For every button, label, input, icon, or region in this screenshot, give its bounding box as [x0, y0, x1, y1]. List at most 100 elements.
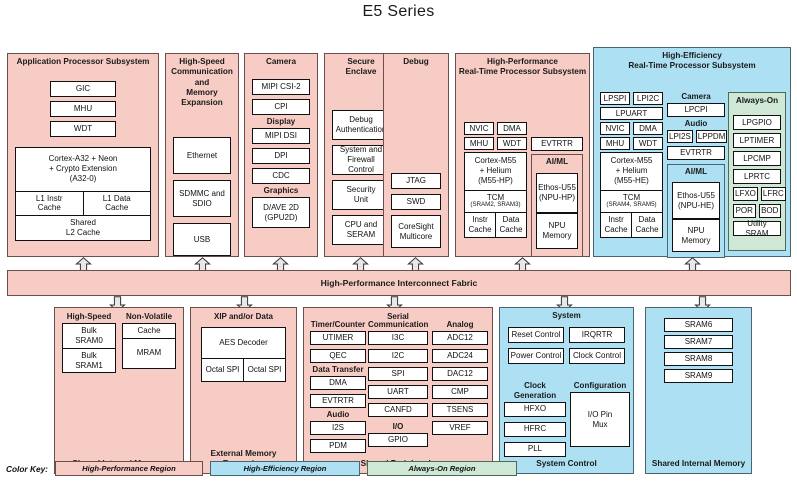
cell-ethos-u55-hp[interactable]: Ethos-U55 (NPU-HP) [536, 173, 578, 213]
block-application-processor-subsystem[interactable]: Application Processor Subsystem GIC MHU … [7, 53, 159, 257]
group-non-volatile[interactable]: Cache MRAM [122, 323, 176, 369]
block-shared-internal-memory-right[interactable]: SRAM6 SRAM7 SRAM8 SRAM9 Shared Internal … [645, 307, 752, 474]
block-camera[interactable]: Camera MIPI CSI-2 CPI Display MIPI DSI D… [244, 53, 318, 257]
group-bulk-sram[interactable]: Bulk SRAM0 Bulk SRAM1 [62, 323, 116, 374]
cell-reset-control[interactable]: Reset Control [508, 327, 564, 343]
cell-l1-instr-cache[interactable]: L1 Instr Cache [16, 192, 83, 216]
interconnect-fabric[interactable]: High-Performance Interconnect Fabric [7, 270, 791, 296]
cell-dma-he[interactable]: DMA [633, 122, 663, 135]
cell-adc24[interactable]: ADC24 [432, 349, 488, 364]
cell-octal-spi-2[interactable]: Octal SPI [243, 358, 285, 381]
cell-lfxo[interactable]: LFXO [733, 187, 758, 201]
cell-wdt[interactable]: WDT [50, 121, 116, 137]
cell-instr-cache-hp[interactable]: Instr Cache [465, 213, 495, 237]
cell-pll[interactable]: PLL [504, 441, 566, 457]
block-high-performance-realtime[interactable]: High-Performance Real-Time Processor Sub… [455, 53, 590, 257]
cell-cdc[interactable]: CDC [252, 168, 310, 185]
cell-gic[interactable]: GIC [50, 81, 116, 97]
cell-dma-periph[interactable]: DMA [310, 376, 366, 391]
cell-lprtc[interactable]: LPRTC [733, 169, 781, 184]
cell-sdmmc-sdio[interactable]: SDMMC and SDIO [173, 180, 231, 217]
cell-evtrtr-periph[interactable]: EVTRTR [310, 394, 366, 409]
group-aiml-hp[interactable]: AI/ML Ethos-U55 (NPU-HP) NPU Memory [531, 154, 583, 257]
block-system-control[interactable]: System Reset Control IRQRTR Power Contro… [499, 307, 634, 474]
block-shared-internal-memory-left[interactable]: High-Speed Bulk SRAM0 Bulk SRAM1 Non-V [54, 307, 184, 474]
cell-wdt-hp[interactable]: WDT [497, 137, 527, 150]
cell-security-unit[interactable]: Security Unit [332, 180, 390, 210]
group-cortex-m55-hp[interactable]: Cortex-M55 + Helium (M55-HP) TCM (SRAM2,… [464, 152, 527, 238]
cell-power-control[interactable]: Power Control [508, 348, 564, 364]
cell-i2c[interactable]: I2C [368, 349, 428, 364]
cell-por[interactable]: POR [733, 204, 756, 218]
group-aiml-he[interactable]: AI/ML Ethos-U55 (NPU-HE) NPU Memory [667, 164, 725, 259]
cell-ethos-u55-he[interactable]: Ethos-U55 (NPU-HE) [672, 182, 720, 220]
cell-mipi-csi2[interactable]: MIPI CSI-2 [252, 79, 310, 95]
cell-dpi[interactable]: DPI [252, 148, 310, 165]
cell-usb[interactable]: USB [173, 223, 231, 256]
cell-lpspi[interactable]: LPSPI [600, 92, 630, 105]
cell-gpu2d[interactable]: D/AVE 2D (GPU2D) [252, 197, 310, 229]
cell-octal-spi-1[interactable]: Octal SPI [205, 364, 240, 374]
cell-qec[interactable]: QEC [310, 349, 366, 364]
l2-cache-row[interactable]: Shared L2 Cache [16, 215, 150, 240]
cell-sram6[interactable]: SRAM6 [664, 318, 733, 332]
tcm-row-he[interactable]: TCM (SRAM4, SRAM5) [601, 189, 662, 213]
group-cortex-m55-he[interactable]: Cortex-M55 + Helium (M55-HE) TCM (SRAM4,… [600, 152, 663, 238]
cell-hfrc[interactable]: HFRC [504, 421, 566, 437]
cell-mhu-he[interactable]: MHU [600, 137, 630, 150]
cell-sram7[interactable]: SRAM7 [664, 335, 733, 349]
cell-bulk-sram0[interactable]: Bulk SRAM0 [63, 324, 115, 348]
cell-lpcpi[interactable]: LPCPI [667, 103, 725, 118]
cell-clock-control[interactable]: Clock Control [569, 348, 625, 364]
bulk-sram1-row[interactable]: Bulk SRAM1 [63, 347, 115, 373]
block-high-efficiency-realtime[interactable]: High-Efficiency Real-Time Processor Subs… [593, 47, 791, 259]
cell-mhu-hp[interactable]: MHU [464, 137, 494, 150]
cell-debug-authentication[interactable]: Debug Authentication [332, 110, 390, 140]
group-cortex-a32[interactable]: Cortex-A32 + Neon + Crypto Extension (A3… [15, 147, 151, 241]
cell-pdm[interactable]: PDM [310, 439, 366, 454]
cell-bod[interactable]: BOD [758, 204, 781, 218]
cell-ethernet[interactable]: Ethernet [173, 137, 231, 174]
cell-vref[interactable]: VREF [432, 421, 488, 436]
cell-nvic[interactable]: NVIC [464, 122, 494, 135]
cell-irqrtr[interactable]: IRQRTR [569, 327, 625, 343]
cell-lpi2s[interactable]: LPI2S [667, 130, 693, 144]
cell-swd[interactable]: SWD [391, 194, 441, 210]
cell-lfrc[interactable]: LFRC [760, 187, 786, 201]
cell-gpio[interactable]: GPIO [368, 433, 428, 448]
tcm-row-hp[interactable]: TCM (SRAM2, SRAM3) [465, 189, 526, 213]
cell-lpgpio[interactable]: LPGPIO [733, 115, 781, 130]
cell-utimer[interactable]: UTIMER [310, 331, 366, 346]
cell-cache-nv[interactable]: Cache [137, 326, 161, 336]
cell-utility-sram[interactable]: Utility SRAM [733, 219, 781, 238]
cell-dma[interactable]: DMA [497, 122, 527, 135]
cell-io-pin-mux[interactable]: I/O Pin Mux [570, 392, 630, 448]
cell-lppdm[interactable]: LPPDM [695, 130, 728, 144]
cell-jtag[interactable]: JTAG [391, 173, 441, 189]
cell-spi[interactable]: SPI [368, 367, 428, 382]
cell-cpi[interactable]: CPI [252, 99, 310, 115]
cell-sram9[interactable]: SRAM9 [664, 369, 733, 383]
cell-sram8[interactable]: SRAM8 [664, 352, 733, 366]
cell-i3c[interactable]: I3C [368, 331, 428, 346]
cell-aes-decoder[interactable]: AES Decoder [219, 338, 268, 347]
cell-adc12[interactable]: ADC12 [432, 331, 488, 346]
block-shared-peripherals[interactable]: Serial Timer/Counter UTIMER QEC Data Tra… [303, 307, 493, 474]
cell-mipi-dsi[interactable]: MIPI DSI [252, 128, 310, 145]
cell-lptimer[interactable]: LPTIMER [733, 133, 781, 148]
cell-i2s[interactable]: I2S [310, 421, 366, 436]
cell-data-cache-he[interactable]: Data Cache [631, 213, 662, 237]
cell-cpu-seram[interactable]: CPU and SERAM [332, 215, 390, 245]
cell-instr-cache-he[interactable]: Instr Cache [601, 213, 631, 237]
cell-l1-data-cache[interactable]: L1 Data Cache [82, 191, 151, 216]
cell-mhu[interactable]: MHU [50, 101, 116, 117]
cell-coresight-multicore[interactable]: CoreSight Multicore [391, 215, 441, 248]
mram-row[interactable]: MRAM [123, 338, 175, 368]
cell-hfxo[interactable]: HFXO [504, 401, 566, 417]
cell-npu-memory-he[interactable]: NPU Memory [672, 219, 720, 253]
cell-evtrtr-he[interactable]: EVTRTR [667, 146, 725, 161]
cell-nvic-he[interactable]: NVIC [600, 122, 630, 135]
block-always-on[interactable]: Always-On LPGPIO LPTIMER LPCMP LPRTC LFX… [728, 92, 786, 251]
cell-npu-memory-hp[interactable]: NPU Memory [536, 213, 578, 249]
cell-canfd[interactable]: CANFD [368, 403, 428, 418]
